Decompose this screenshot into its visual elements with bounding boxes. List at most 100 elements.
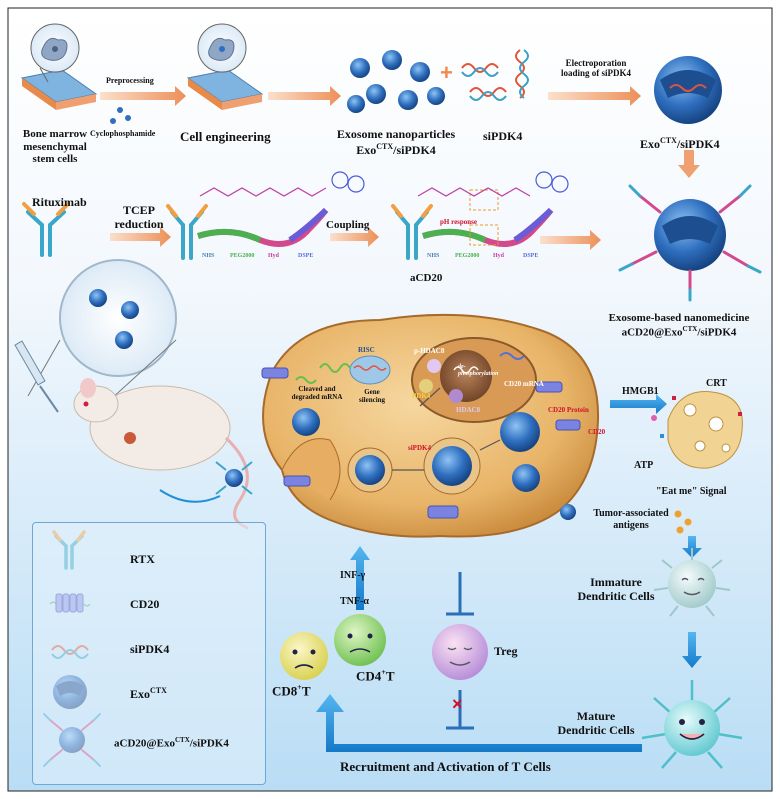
seg-peg-2: PEG2000	[455, 253, 480, 259]
cleaved-mrna-label: Cleaved and degraded mRNA	[282, 385, 352, 401]
exosome-label-line-2: ExoCTX/siPDK4	[326, 142, 466, 158]
cd8-suffix: T	[301, 683, 311, 699]
electroporation-label: Electroporation loading of siPDK4	[546, 58, 646, 79]
hmgb1-label: HMGB1	[622, 386, 659, 397]
antigen-dots	[674, 510, 692, 534]
seg-hyd-1: Hyd	[268, 253, 280, 259]
linker-molecule-1	[199, 171, 365, 197]
nanomedicine-particle	[618, 184, 762, 302]
exo-product	[654, 56, 722, 124]
exosome-cluster	[347, 50, 445, 113]
taa-line-1: Tumor-associated	[593, 508, 669, 519]
legend-exo-text: Exo	[130, 687, 151, 701]
immature-line-1: Immature	[590, 575, 642, 589]
treg-cell	[432, 624, 488, 680]
mature-line-2: Dendritic Cells	[557, 722, 635, 737]
legend-cd20-label: CD20	[130, 597, 160, 611]
mature-dc-label: Mature Dendritic Cells	[540, 709, 652, 738]
nanomedicine-line-1: Exosome-based nanomedicine	[608, 312, 750, 324]
taa-line-2: antigens	[613, 519, 649, 531]
exosome-label-line-1: Exosome nanoparticles	[336, 127, 456, 141]
immature-dc	[653, 548, 731, 617]
coupling-label: Coupling	[326, 219, 370, 231]
risc-complex	[295, 355, 391, 385]
injection-magnifier	[27, 259, 177, 401]
phdac8-label: p-HDAC8	[414, 347, 445, 355]
ph-response-label: pH response	[440, 218, 478, 226]
electroporation-line-1: Electroporation	[565, 58, 627, 68]
electroporation-line-2: loading of siPDK4	[560, 68, 631, 79]
seg-nhs-1: NHS	[202, 253, 215, 259]
cleaved-line-2: degraded mRNA	[291, 393, 343, 402]
legend-rtx-label: RTX	[130, 552, 155, 566]
cell-sipdk4-label: siPDK4	[408, 444, 431, 452]
cd4-t-cell	[334, 614, 386, 666]
seg-peg-1: PEG2000	[230, 253, 255, 259]
dish-engineered	[186, 23, 264, 110]
cd8-text: CD8	[272, 683, 298, 699]
legend-combo-text: aCD20@Exo	[114, 737, 175, 750]
plus-sign: +	[440, 60, 453, 85]
linker-molecule-2	[417, 171, 569, 197]
recruitment-label: Recruitment and Activation of T Cells	[340, 759, 551, 774]
recruitment-arrow	[316, 694, 642, 752]
nano-suffix: /siPDK4	[697, 326, 737, 339]
exo-sup: CTX	[376, 141, 394, 151]
dish-bone-marrow	[20, 23, 98, 110]
legend-exo-sup: CTX	[150, 686, 167, 695]
exo-suffix: /siPDK4	[393, 142, 436, 157]
exosome-nanoparticles-label: Exosome nanoparticles ExoCTX/siPDK4	[326, 127, 466, 158]
cell-source-label: Bone marrow mesenchymal stem cells	[10, 128, 100, 166]
mature-dc	[641, 680, 743, 769]
legend-panel	[32, 522, 266, 785]
cell-source-line-1: Bone marrow	[22, 128, 88, 140]
dying-cell	[651, 391, 743, 469]
seg-dspe-2: DSPE	[523, 253, 539, 259]
cd20-arrow	[610, 394, 667, 414]
seg-nhs-2: NHS	[427, 253, 440, 259]
block-x-icon: ×	[452, 694, 463, 714]
legend-combo-label: aCD20@ExoCTX/siPDK4	[114, 736, 229, 750]
tcep-label: TCEP reduction	[104, 203, 174, 232]
rituximab-antibody	[22, 202, 70, 257]
exo-product-label: ExoCTX/siPDK4	[640, 136, 720, 152]
cd20-mrna-label: CD20 mRNA	[504, 380, 544, 388]
acd20-conjugate	[391, 189, 554, 260]
risc-label: RISC	[358, 346, 375, 354]
legend-sipdk4-label: siPDK4	[130, 642, 170, 656]
product-suffix: /siPDK4	[676, 137, 720, 151]
legend-combo-suffix: /siPDK4	[189, 737, 229, 750]
cd4-label: CD4+T	[356, 668, 395, 684]
eat-me-label: "Eat me" Signal	[656, 486, 727, 497]
exo-text: Exo	[356, 142, 377, 157]
sipdk4-label: siPDK4	[483, 129, 523, 143]
tcep-line-1: TCEP	[122, 203, 155, 217]
mouse	[73, 378, 249, 530]
cd4-sup: +	[381, 668, 386, 677]
legend-combo-sup: CTX	[174, 736, 190, 744]
nanomedicine-line-2: aCD20@ExoCTX/siPDK4	[594, 325, 764, 339]
seg-dspe-1: DSPE	[298, 253, 314, 259]
nanomedicine-label: Exosome-based nanomedicine aCD20@ExoCTX/…	[594, 312, 764, 339]
gene-silencing-line-1: Gene	[364, 388, 380, 396]
immature-dc-label: Immature Dendritic Cells	[560, 575, 672, 604]
gene-silencing-label: Gene silencing	[350, 388, 394, 404]
endosomes	[292, 408, 576, 520]
treg-label: Treg	[494, 644, 518, 658]
dephosphorylation-label: de-phosphorylation	[458, 364, 499, 377]
atp-label: ATP	[634, 460, 654, 471]
tcep-line-2: reduction	[114, 216, 164, 231]
syringe	[14, 340, 59, 413]
hdac8-label: HDAC8	[456, 406, 481, 414]
legend-exo-label: ExoCTX	[130, 686, 167, 702]
cleaved-line-1: Cleaved and	[298, 385, 336, 393]
gene-silencing-line-2: silencing	[358, 396, 386, 405]
cd4-suffix: T	[385, 668, 395, 684]
cell-source-line-2: mesenchymal	[23, 140, 87, 153]
cell-arrows	[392, 387, 501, 471]
product-sup: CTX	[660, 136, 677, 145]
inf-gamma-label: INF-γ	[340, 570, 366, 581]
mature-line-1: Mature	[576, 709, 616, 723]
